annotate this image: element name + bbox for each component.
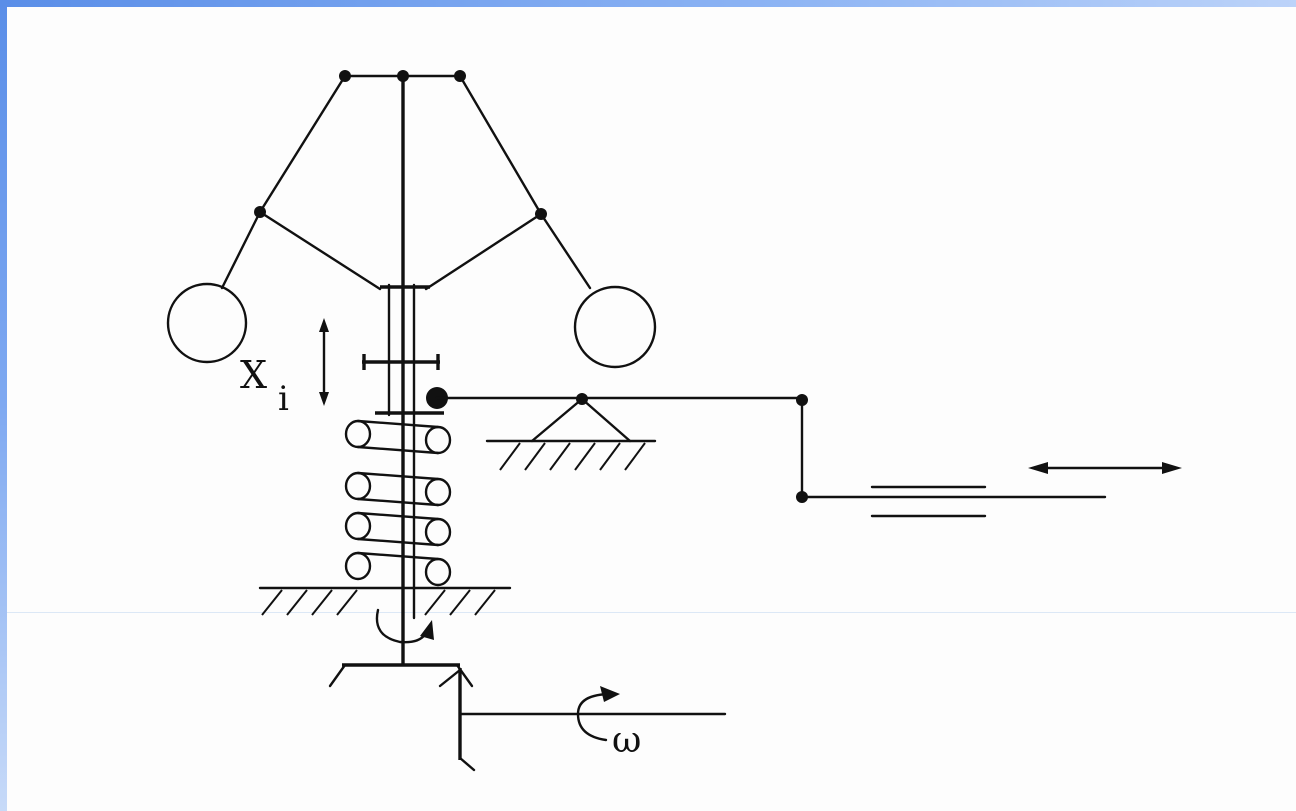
top-accent-bar xyxy=(0,0,1296,7)
left-arm xyxy=(220,74,382,291)
sleeve-collar xyxy=(362,354,440,370)
spring-ground xyxy=(258,586,512,616)
spindle-rotation-arrow xyxy=(375,608,434,644)
left-flyball xyxy=(166,282,248,364)
right-arm xyxy=(424,74,592,291)
angular-velocity-label: ω xyxy=(612,720,641,761)
displacement-label: X xyxy=(240,353,267,397)
reciprocation-arrow xyxy=(1028,462,1182,474)
faint-divider xyxy=(7,612,1296,613)
top-crossbar xyxy=(339,70,466,82)
right-flyball xyxy=(573,285,657,369)
spindle xyxy=(375,76,444,665)
displacement-arrow xyxy=(319,318,329,406)
output-linkage xyxy=(426,387,1107,518)
input-rotation-arrow xyxy=(576,686,620,742)
spring xyxy=(344,419,452,587)
left-accent-bar xyxy=(0,0,7,811)
drawing-sheet xyxy=(7,7,1296,811)
bevel-gears xyxy=(328,663,727,772)
displacement-subscript: i xyxy=(278,379,289,419)
